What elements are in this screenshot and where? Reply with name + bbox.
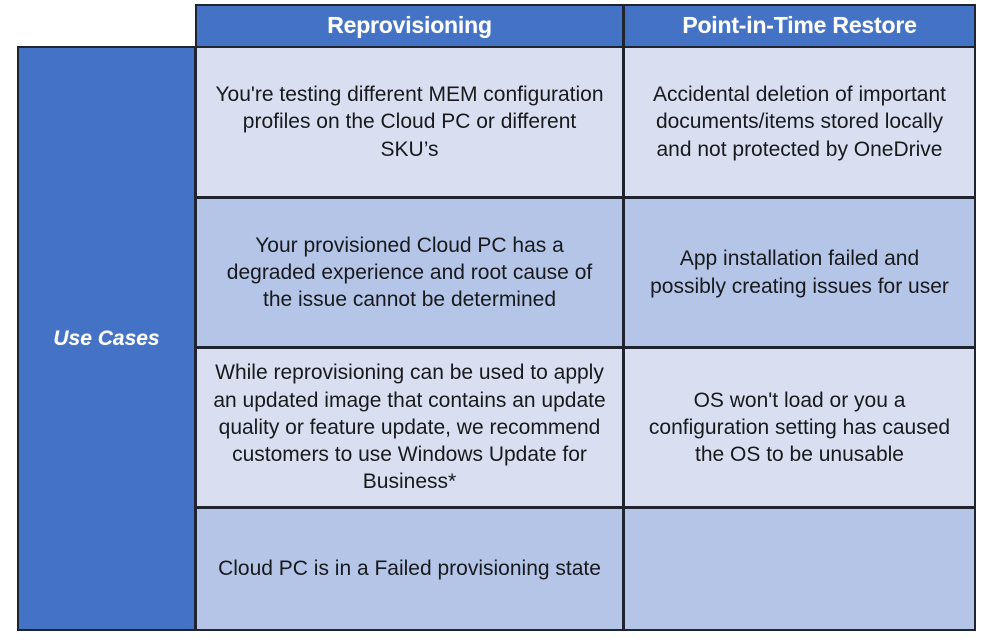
table-cell-point-in-time-restore-4 <box>623 507 976 631</box>
table-cell-text: App installation failed and possibly cre… <box>650 247 949 298</box>
row-label-use-cases-text: Use Cases <box>53 326 160 350</box>
table-cell-reprovisioning-2: Your provisioned Cloud PC has a degraded… <box>195 197 624 348</box>
table-cell-reprovisioning-1: You're testing different MEM configurati… <box>195 46 624 198</box>
table-cell-point-in-time-restore-2: App installation failed and possibly cre… <box>623 197 976 348</box>
table-cell-text: OS won't load or you a configuration set… <box>648 388 951 467</box>
table-cell-point-in-time-restore-1: Accidental deletion of important documen… <box>623 46 976 198</box>
table-cell-point-in-time-restore-3: OS won't load or you a configuration set… <box>623 347 976 508</box>
column-header-reprovisioning-label: Reprovisioning <box>327 12 492 39</box>
table-cell-reprovisioning-3: While reprovisioning can be used to appl… <box>195 347 624 508</box>
table-cell-text: Accidental deletion of important documen… <box>652 83 946 161</box>
column-header-point-in-time-restore: Point-in-Time Restore <box>623 4 976 48</box>
table-cell-text: While reprovisioning can be used to appl… <box>213 361 606 494</box>
table-cell-reprovisioning-4: Cloud PC is in a Failed provisioning sta… <box>195 507 624 631</box>
column-header-point-in-time-restore-label: Point-in-Time Restore <box>682 12 917 39</box>
table-cell-text: Cloud PC is in a Failed provisioning sta… <box>218 557 601 581</box>
column-header-reprovisioning: Reprovisioning <box>195 4 624 48</box>
table-cell-text: You're testing different MEM configurati… <box>215 83 604 161</box>
row-label-use-cases: Use Cases <box>17 46 196 631</box>
table-cell-text: Your provisioned Cloud PC has a degraded… <box>226 233 593 312</box>
